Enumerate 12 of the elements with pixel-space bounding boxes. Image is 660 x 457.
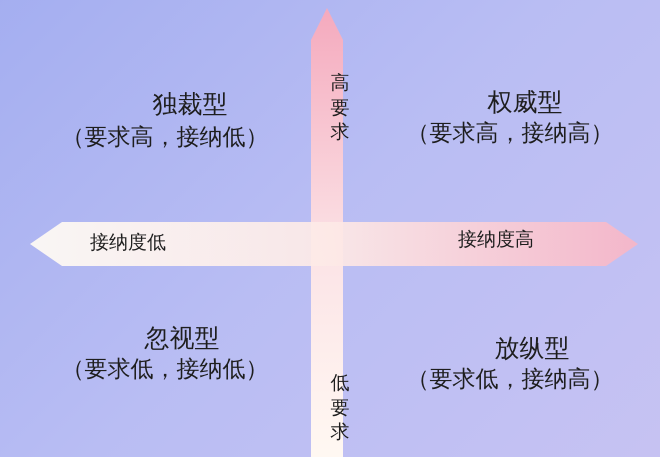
quadrant-title: 忽视型 (144, 324, 220, 352)
quadrant-title: 独裁型 (152, 90, 228, 118)
quadrant-description: （要求低，接纳低） (62, 357, 268, 383)
quadrant-title: 权威型 (488, 88, 562, 116)
axis-label: 低要求 (330, 370, 350, 446)
quadrant-title: 放纵型 (494, 334, 570, 362)
quadrant-description: （要求高，接纳低） (62, 125, 268, 151)
axis-label: 接纳度低 (90, 232, 166, 254)
axis-label: 接纳度高 (458, 230, 534, 250)
quadrant-description: （要求高，接纳高） (406, 121, 614, 147)
quadrant-description: （要求低，接纳高） (406, 367, 614, 393)
axis-label: 高要求 (330, 70, 350, 146)
